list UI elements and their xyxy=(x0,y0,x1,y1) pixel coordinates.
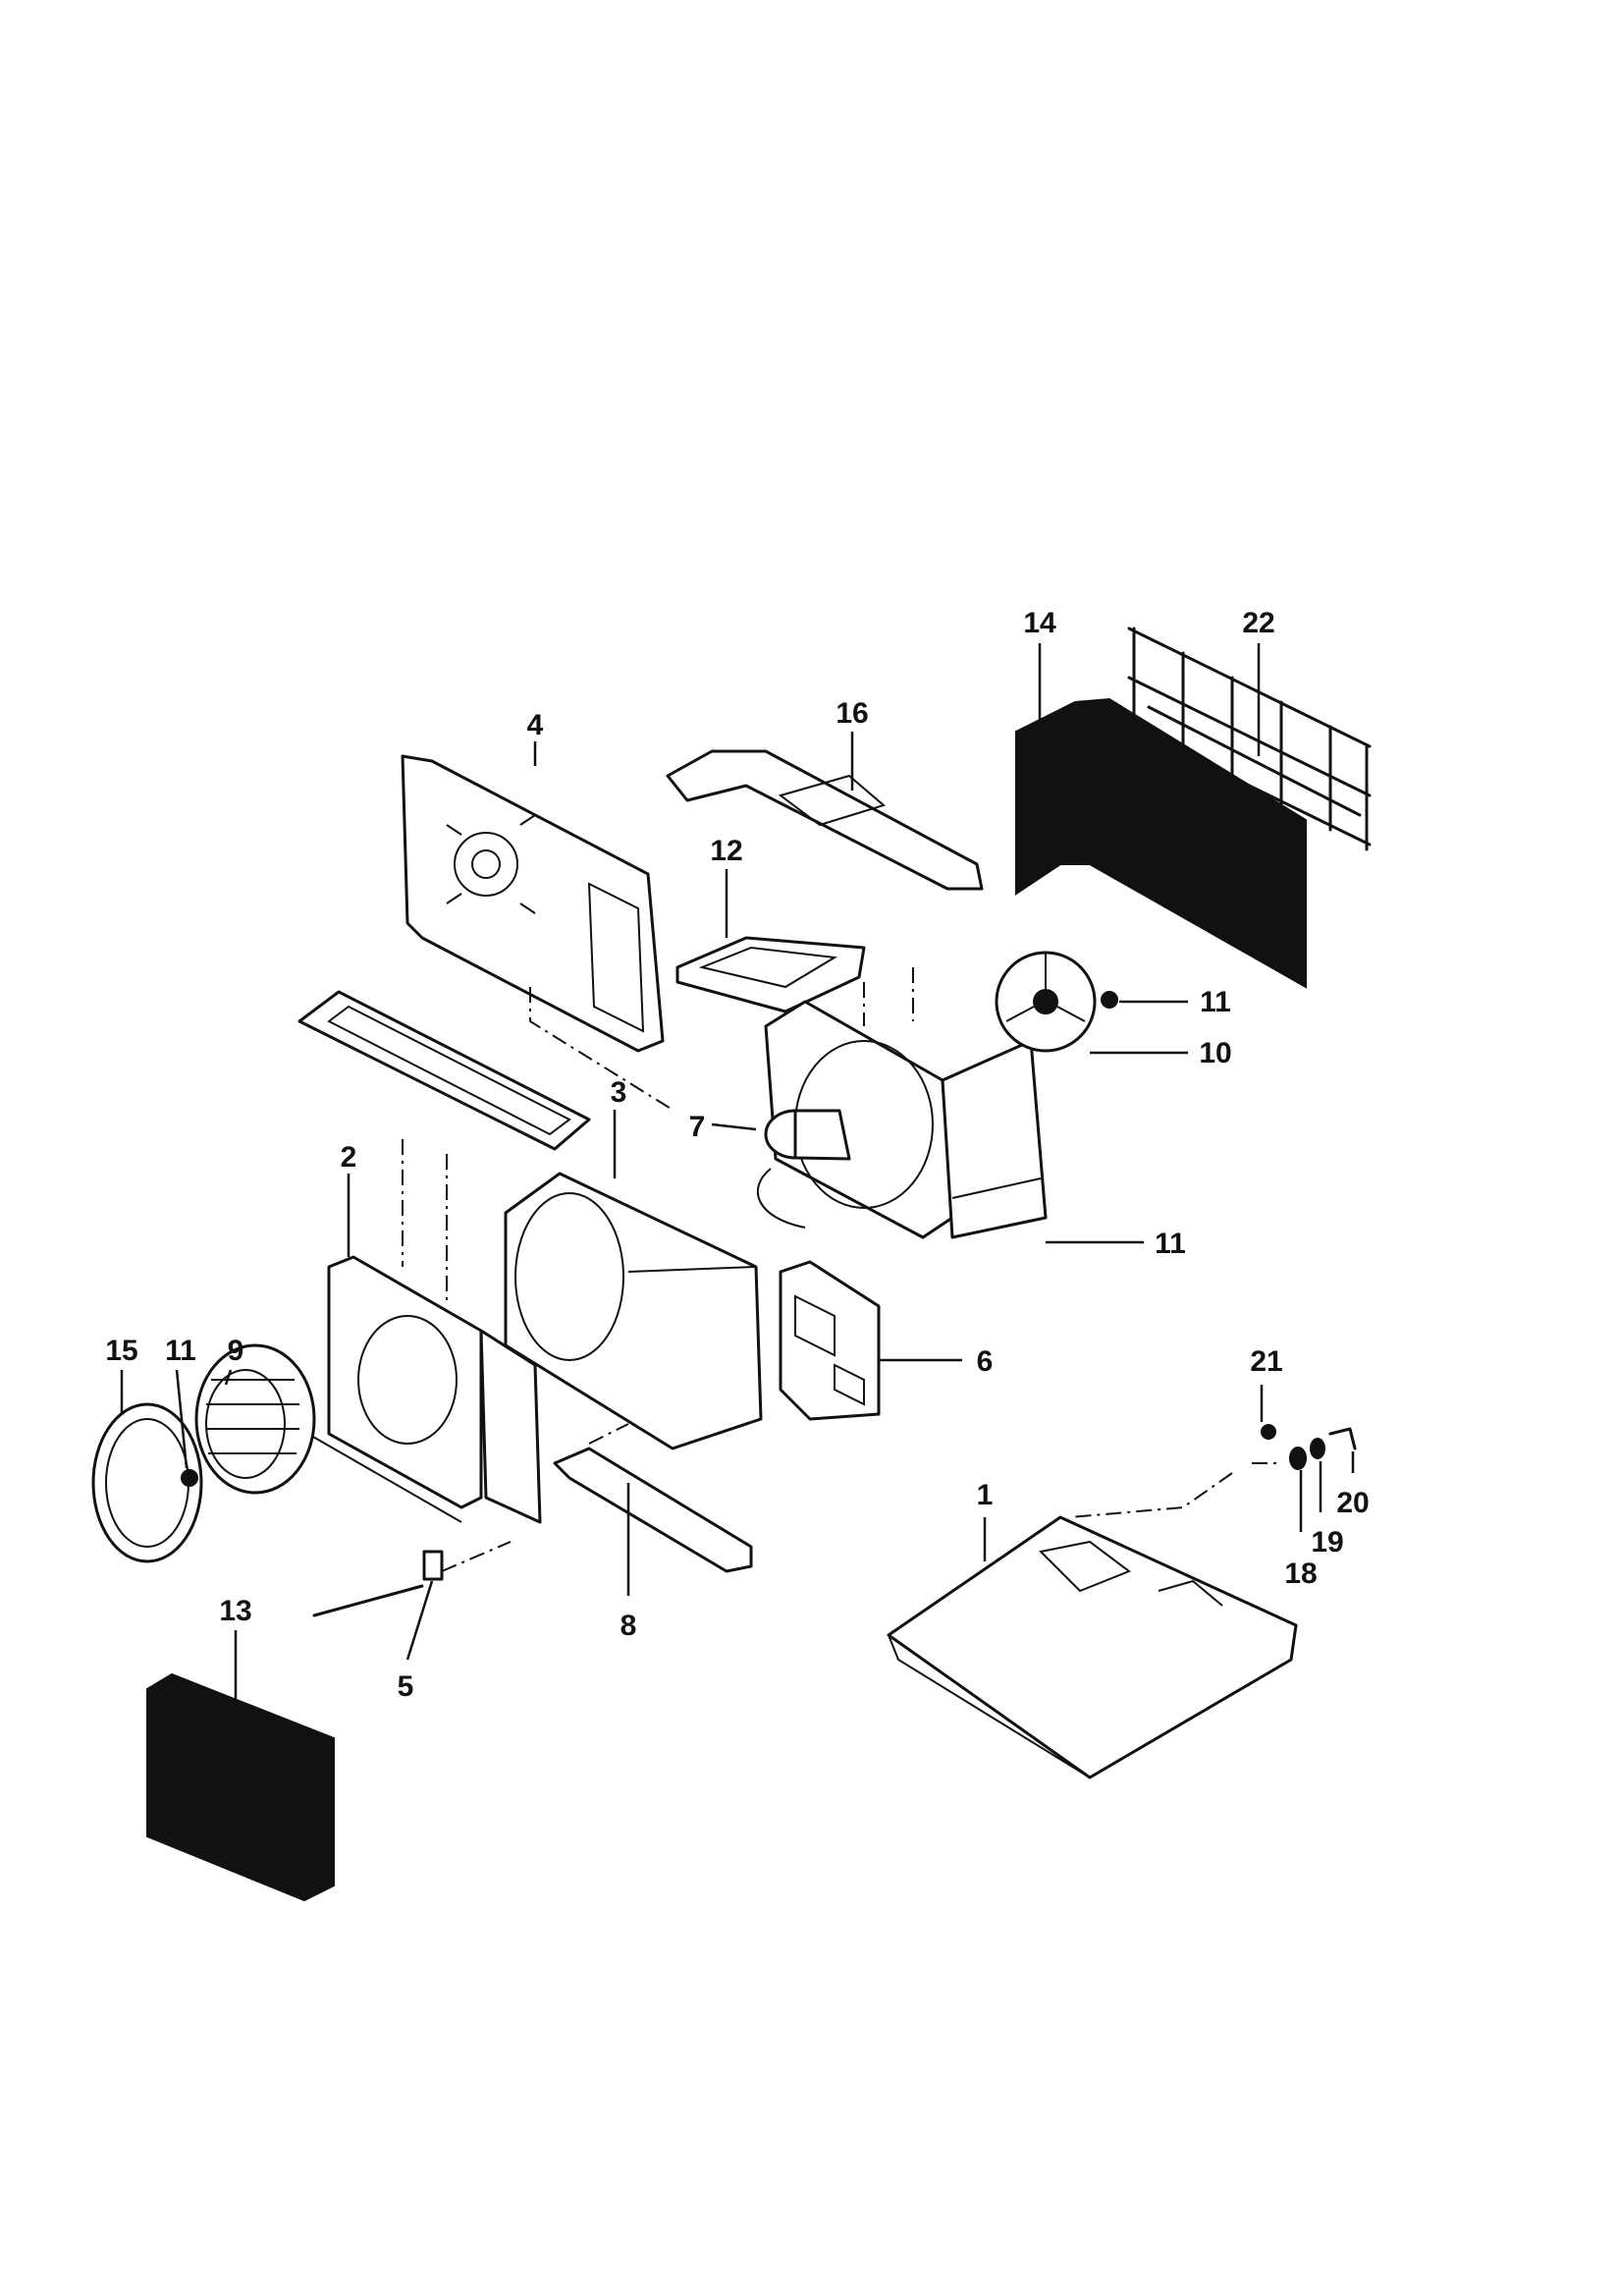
callout-2: 2 xyxy=(341,1141,357,1174)
callout-17: 16 xyxy=(836,697,868,730)
callout-10: 10 xyxy=(1199,1037,1231,1069)
callout-labels: 14 22 16 4 12 11 10 3 7 2 11 6 21 15 11 … xyxy=(105,607,1369,1703)
callout-11-lower: 11 xyxy=(165,1335,196,1367)
alignment-lines xyxy=(402,967,1281,1572)
evaporator-coil-part xyxy=(146,1672,335,1902)
callout-13: 12 xyxy=(710,835,742,867)
control-box-part xyxy=(779,1260,881,1421)
condenser-coil-part xyxy=(1015,697,1307,989)
callout-19: 19 xyxy=(1311,1526,1343,1558)
coil-guard-grille-part xyxy=(1127,627,1372,851)
callout-3: 3 xyxy=(611,1076,627,1109)
fan-nut-part xyxy=(1101,991,1118,1009)
callout-8: 8 xyxy=(620,1610,637,1642)
fan-blade-part xyxy=(995,951,1097,1053)
orifice-panel-part xyxy=(298,1255,542,1524)
callout-9: 9 xyxy=(228,1335,244,1367)
separator-plate-part xyxy=(297,990,591,1151)
callout-22: 22 xyxy=(1242,607,1274,639)
scroll-housing-part xyxy=(504,1172,763,1450)
callout-leaders xyxy=(120,643,1355,1714)
blower-wheel-part xyxy=(194,1343,316,1495)
callout-20: 20 xyxy=(1336,1487,1369,1519)
callout-14: 13 xyxy=(219,1595,251,1627)
top-cover-part xyxy=(666,749,984,891)
callout-5: 5 xyxy=(398,1670,414,1703)
gasket-part xyxy=(1310,1438,1325,1459)
callout-21: 21 xyxy=(1250,1345,1282,1378)
fan-shroud-part xyxy=(764,1000,1048,1239)
callout-7: 7 xyxy=(689,1111,706,1143)
blower-nut-part xyxy=(181,1469,198,1487)
callout-15: 14 xyxy=(1023,607,1056,639)
base-pan-part xyxy=(887,1515,1298,1779)
drain-pan-part xyxy=(553,1447,753,1573)
callout-4: 4 xyxy=(527,709,544,741)
front-panel-part xyxy=(401,754,665,1053)
callout-18: 18 xyxy=(1284,1558,1317,1590)
elbow-part xyxy=(1328,1427,1357,1450)
blower-ring-part xyxy=(91,1402,203,1563)
sensor-bulb-part xyxy=(312,1550,444,1617)
callout-1: 1 xyxy=(977,1479,994,1511)
screw-part xyxy=(1261,1424,1276,1440)
callout-11-upper: 11 xyxy=(1200,986,1231,1018)
filter-frame-part xyxy=(675,936,866,1013)
callout-12: 11 xyxy=(1155,1228,1186,1260)
fan-motor-part xyxy=(756,1109,851,1229)
washer-part xyxy=(1289,1447,1307,1470)
callout-16: 15 xyxy=(105,1335,137,1367)
callout-6: 6 xyxy=(977,1345,994,1378)
